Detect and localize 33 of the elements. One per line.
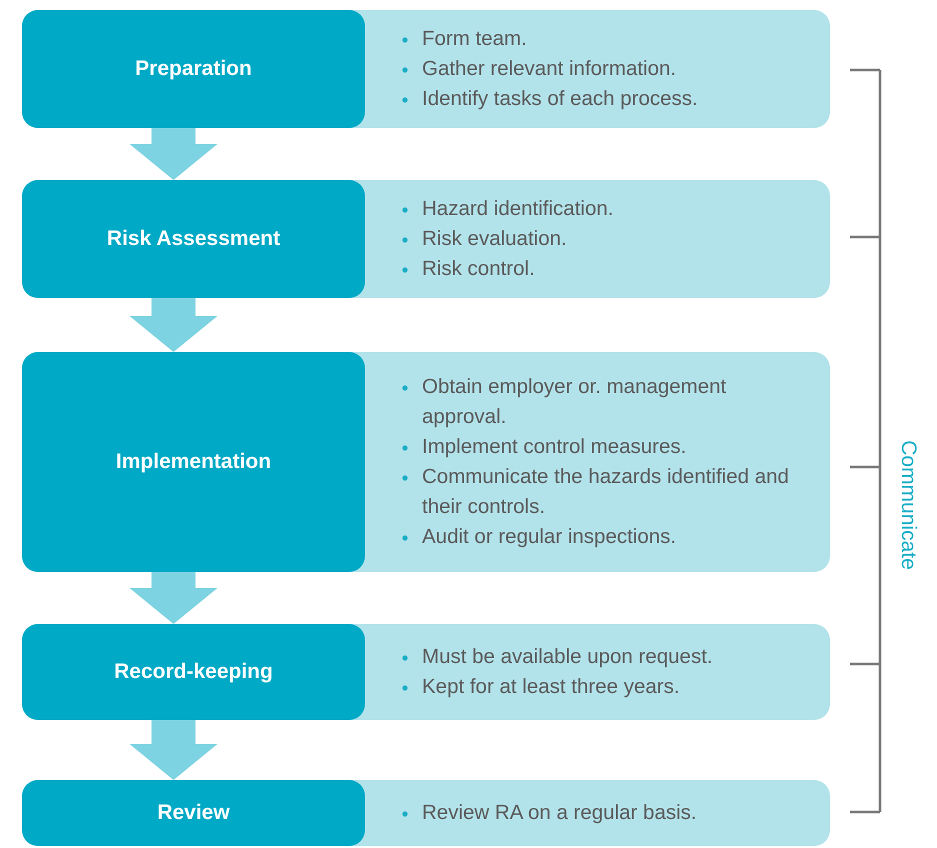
bullet-item: Implement control measures.: [422, 435, 686, 458]
bullet-item: Must be available upon request.: [422, 645, 713, 668]
stage-box: [22, 352, 365, 572]
bullet-item: Hazard identification.: [422, 197, 614, 220]
step-panel: [22, 352, 830, 572]
stage-box: [22, 10, 365, 128]
bullet-item: Review RA on a regular basis.: [422, 801, 697, 824]
stage-label: Implementation: [116, 450, 272, 474]
step-panel: [22, 10, 830, 128]
bullet-item: Audit or regular inspections.: [422, 525, 676, 548]
bullet-item: Form team.: [422, 27, 527, 50]
down-arrow: [130, 298, 218, 352]
bullet-item: Risk evaluation.: [422, 227, 567, 250]
down-arrow: [130, 720, 218, 780]
stage-label: Review: [157, 801, 230, 825]
down-arrow: [130, 128, 218, 180]
stage-box: [22, 780, 365, 846]
step-panel: [22, 180, 830, 298]
bullet-item: Identify tasks of each process.: [422, 87, 698, 110]
stage-label: Preparation: [135, 57, 252, 81]
stage-box: [22, 180, 365, 298]
bullet-item: Gather relevant information.: [422, 57, 676, 80]
stage-box: [22, 624, 365, 720]
step-panel: [22, 780, 830, 846]
stage-label: Risk Assessment: [106, 227, 280, 251]
down-arrow: [130, 572, 218, 624]
bracket-label: Communicate: [896, 440, 920, 570]
bullet-item: Obtain employer or. management approval.: [422, 375, 726, 428]
step-panel: [22, 624, 830, 720]
bullet-item: Communicate the hazards identified and their controls.: [422, 465, 789, 518]
bullet-item: Risk control.: [422, 257, 535, 280]
stage-label: Record-keeping: [114, 660, 273, 684]
bullet-item: Kept for at least three years.: [422, 675, 680, 698]
